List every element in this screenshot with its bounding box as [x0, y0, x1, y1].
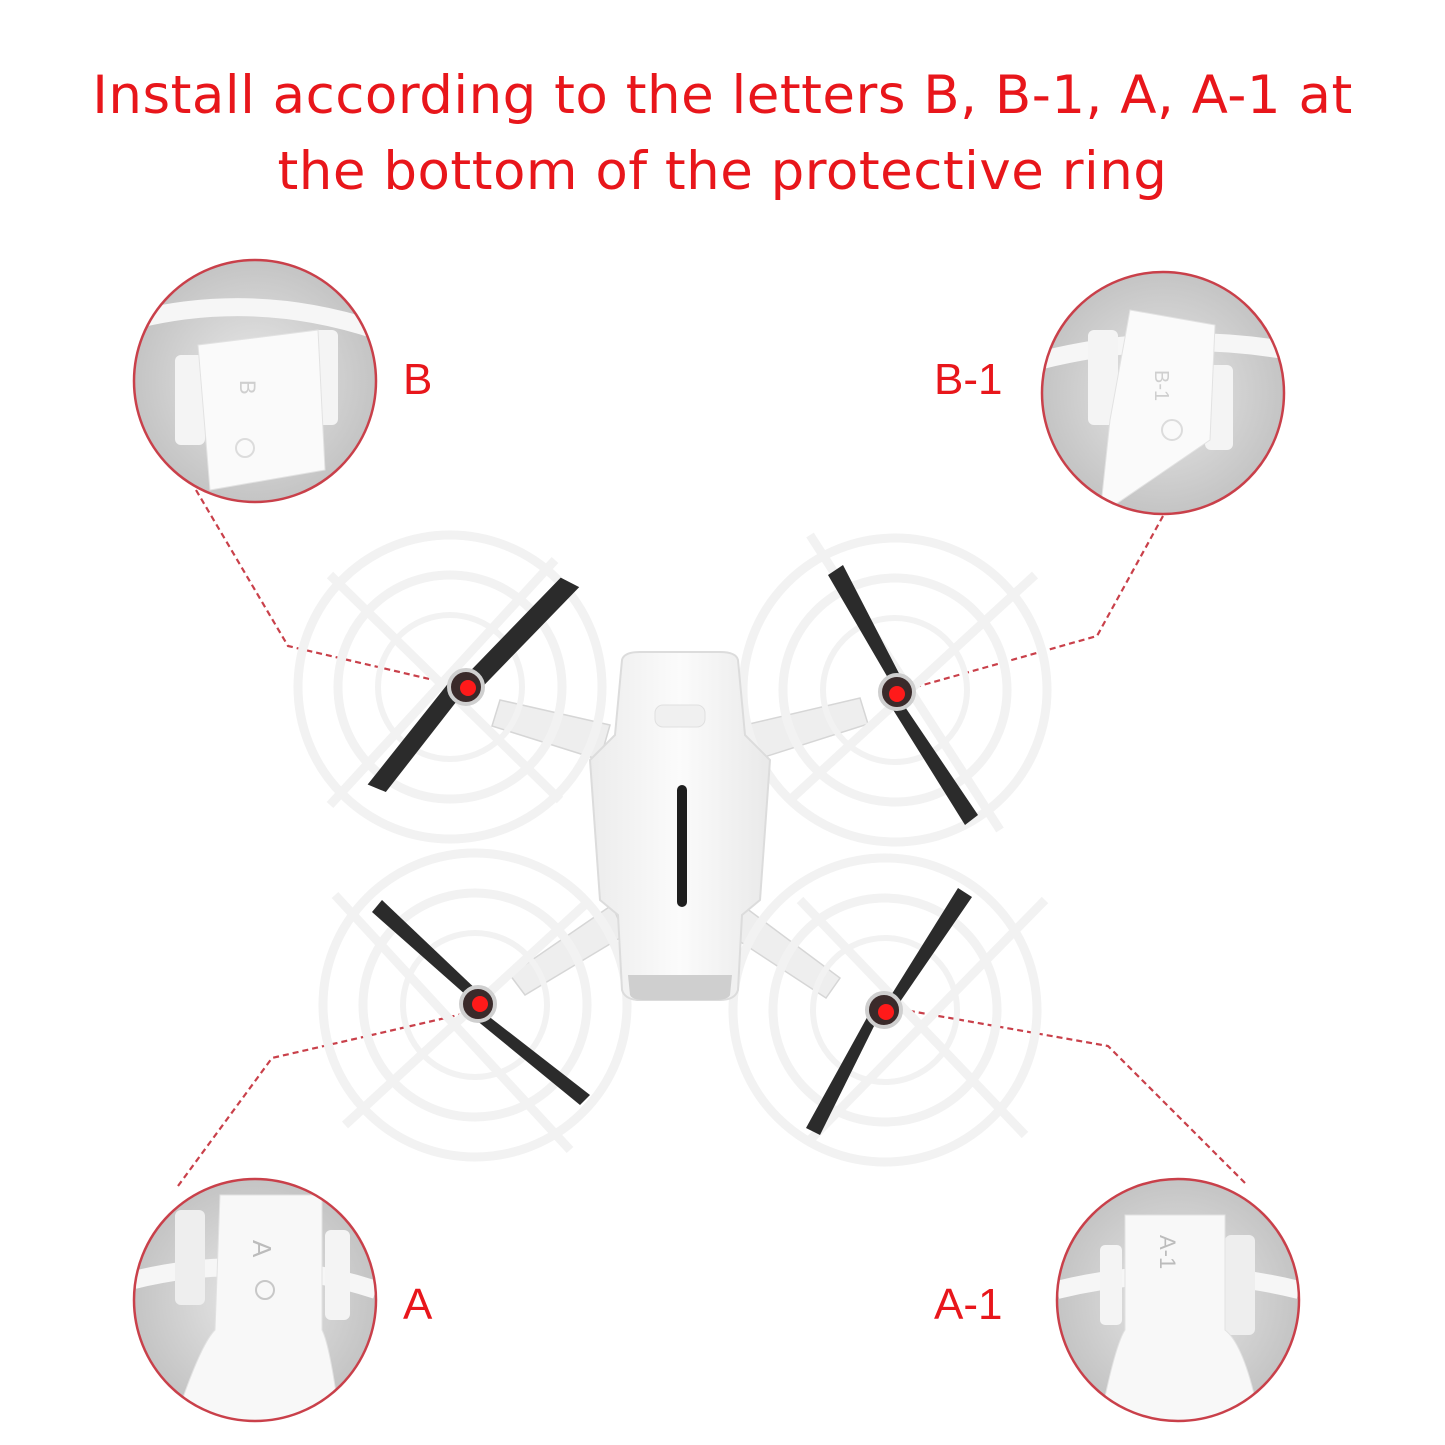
- callout-circle-a: A: [132, 1177, 378, 1423]
- red-marker-a1: [878, 1004, 894, 1020]
- label-b: B: [403, 355, 433, 404]
- propeller-bottom-left: [372, 900, 590, 1105]
- leader-line-a1: [881, 1004, 1246, 1184]
- svg-text:B-1: B-1: [1150, 370, 1172, 401]
- callout-circle-a1: A-1: [1055, 1177, 1301, 1423]
- propeller-top-left: [367, 577, 580, 793]
- red-marker-b1: [889, 686, 905, 702]
- status-light-strip: [677, 785, 687, 907]
- prop-guard-bottom-right: [728, 853, 1049, 1167]
- svg-text:A: A: [247, 1240, 277, 1258]
- label-a1: A-1: [934, 1280, 1003, 1329]
- red-marker-a: [472, 996, 488, 1012]
- callout-circle-b1: B-1: [1040, 270, 1286, 516]
- leader-line-b: [195, 489, 469, 690]
- propeller-top-right: [828, 565, 978, 825]
- title-line-2: the bottom of the protective ring: [277, 141, 1168, 202]
- leader-line-a: [177, 1008, 481, 1187]
- label-b1: B-1: [934, 355, 1003, 404]
- svg-text:A-1: A-1: [1155, 1235, 1180, 1269]
- red-marker-b: [460, 680, 476, 696]
- motor-hubs: [447, 668, 916, 1029]
- propeller-bottom-right: [806, 888, 972, 1135]
- instruction-title: Install according to the letters B, B-1,…: [0, 58, 1445, 210]
- title-line-1: Install according to the letters B, B-1,…: [92, 65, 1353, 126]
- svg-text:B: B: [235, 380, 260, 395]
- drone-body: [588, 651, 772, 1001]
- callout-circle-b: B: [132, 258, 378, 504]
- label-a: A: [403, 1280, 433, 1329]
